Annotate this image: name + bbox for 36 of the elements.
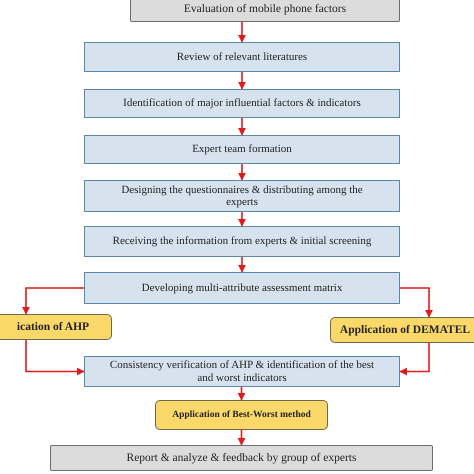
terminal-box bbox=[130, 0, 400, 22]
process-box bbox=[84, 272, 400, 304]
process-box bbox=[84, 42, 400, 72]
arrow bbox=[238, 72, 246, 90]
node-text: Consistency verification of AHP & identification of the best and worst indicators bbox=[108, 359, 376, 384]
method-box bbox=[330, 317, 474, 343]
arrow bbox=[238, 118, 246, 136]
terminal-box bbox=[50, 445, 433, 471]
arrow bbox=[25, 340, 85, 376]
node-text: Expert team formation bbox=[191, 143, 293, 156]
method-box bbox=[0, 314, 112, 340]
node-text: Application of Best-Worst method bbox=[171, 410, 312, 420]
node-text: Receiving the information from experts & initial screening bbox=[112, 235, 372, 248]
node-text: Application of DEMATEL bbox=[338, 324, 472, 336]
arrow bbox=[399, 343, 430, 376]
method-box bbox=[155, 400, 328, 430]
process-box bbox=[84, 226, 400, 257]
node-text: Report & analyze & feedback by group of experts bbox=[126, 452, 358, 464]
process-box bbox=[84, 89, 400, 118]
arrow bbox=[238, 387, 246, 401]
node-text: Identification of major influential factors & indicators bbox=[122, 97, 362, 110]
node-text: Evaluation of mobile phone factors bbox=[182, 2, 348, 16]
node-text: Review of relevant literatures bbox=[176, 50, 308, 64]
node-text: Designing the questionnaires & distributing among the experts bbox=[120, 184, 364, 208]
arrow bbox=[400, 287, 433, 318]
process-box bbox=[84, 356, 400, 387]
process-box bbox=[84, 180, 400, 212]
arrow bbox=[238, 212, 246, 227]
arrow bbox=[22, 287, 84, 315]
process-box bbox=[84, 135, 400, 164]
arrow bbox=[238, 22, 246, 43]
node-text: Developing multi-attribute assessment matrix bbox=[140, 282, 344, 294]
arrow bbox=[238, 430, 246, 446]
arrow bbox=[238, 164, 246, 181]
node-text: ication of AHP bbox=[16, 320, 90, 334]
arrow bbox=[238, 257, 246, 273]
